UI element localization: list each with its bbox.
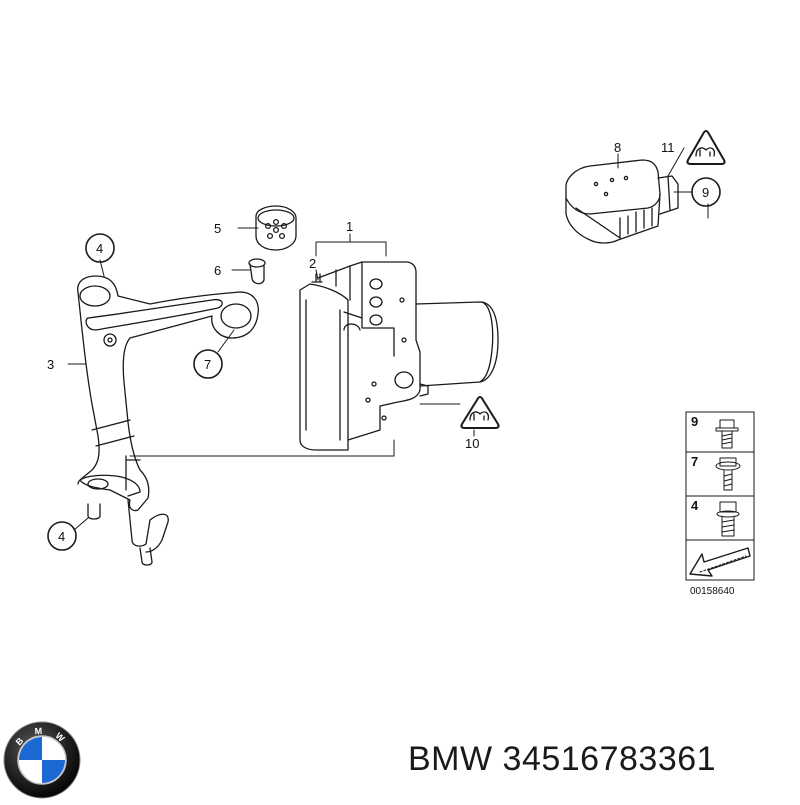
callout-1: 1 (346, 219, 353, 234)
warning-label-10 (460, 396, 500, 429)
sleeve-part (248, 258, 266, 285)
callout-labels: 1 2 3 4 4 5 6 7 8 9 10 11 9 7 4 00158640 (47, 140, 735, 597)
callout-9: 9 (702, 185, 709, 200)
hydraulic-unit-part (299, 261, 499, 451)
bracket-part (77, 275, 259, 566)
bolt-hex-flange-icon (716, 501, 740, 537)
hardware-legend (685, 411, 755, 581)
legend-num-7: 7 (691, 454, 698, 469)
brand-name: BMW (408, 740, 493, 778)
callout-4-top: 4 (96, 241, 103, 256)
diagram-id: 00158640 (690, 586, 735, 597)
damper-part (255, 205, 297, 251)
legend-num-4: 4 (691, 498, 699, 513)
bolt-flange-icon (715, 419, 739, 449)
callout-8: 8 (614, 140, 621, 155)
part-footer: BMW 34516783361 (408, 740, 716, 779)
callout-7: 7 (204, 357, 211, 372)
callout-6: 6 (214, 263, 221, 278)
front-direction-icon (689, 547, 751, 577)
callout-10: 10 (465, 436, 479, 451)
legend-num-9: 9 (691, 414, 698, 429)
callout-4-bottom: 4 (58, 529, 65, 544)
callout-3: 3 (47, 357, 54, 372)
bmw-logo: B M W (2, 720, 82, 800)
bolt-hex-washer-icon (715, 457, 741, 491)
leader-lines (67, 147, 709, 531)
callout-2: 2 (309, 256, 316, 271)
callout-11: 11 (661, 140, 675, 155)
part-number: 34516783361 (502, 740, 717, 778)
control-module-part (565, 159, 679, 244)
warning-label-11 (686, 130, 726, 165)
callout-5: 5 (214, 221, 221, 236)
